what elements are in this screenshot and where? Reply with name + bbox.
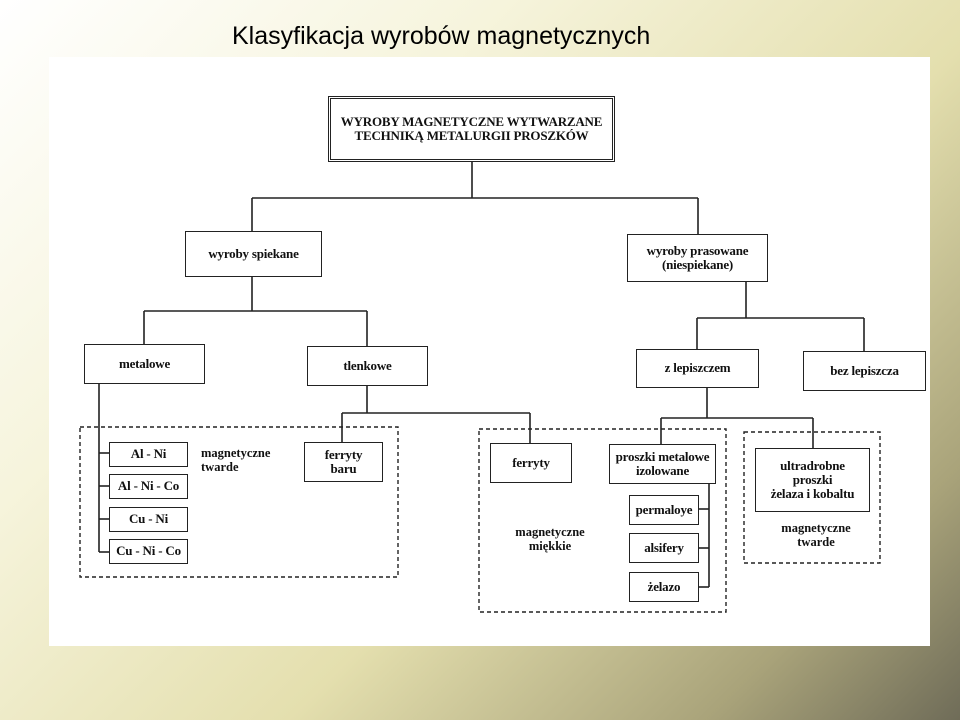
- connector-lines: [79, 162, 881, 613]
- hard-magnetic-note-1: magnetyczne twarde: [201, 446, 271, 475]
- alloy-al-ni-co-box: Al - Ni - Co: [109, 474, 188, 499]
- alsifer-box: alsifery: [629, 533, 699, 563]
- with-binder-box: z lepiszczem: [636, 349, 759, 388]
- permalloy-box: permaloye: [629, 495, 699, 525]
- insulated-metal-powders-box: proszki metalowe izolowane: [609, 444, 716, 484]
- pressed-products-box: wyroby prasowane (niespiekane): [627, 234, 768, 282]
- root-box: WYROBY MAGNETYCZNE WYTWARZANE TECHNIKĄ M…: [328, 96, 615, 162]
- barium-ferrites-box: ferryty baru: [304, 442, 383, 482]
- alloy-cu-ni-co-box: Cu - Ni - Co: [109, 539, 188, 564]
- hard-magnetic-note-2: magnetyczne twarde: [781, 521, 851, 550]
- diagram-panel: WYROBY MAGNETYCZNE WYTWARZANE TECHNIKĄ M…: [49, 57, 930, 646]
- ultrafine-powders-box: ultradrobne proszki żelaza i kobaltu: [755, 448, 870, 512]
- soft-magnetic-note: magnetyczne miękkie: [515, 525, 585, 554]
- alloy-al-ni-box: Al - Ni: [109, 442, 188, 467]
- alloy-cu-ni-box: Cu - Ni: [109, 507, 188, 532]
- iron-box: żelazo: [629, 572, 699, 602]
- slide-title: Klasyfikacja wyrobów magnetycznych: [232, 22, 651, 50]
- metallic-box: metalowe: [84, 344, 205, 384]
- oxide-box: tlenkowe: [307, 346, 428, 386]
- ferrites-box: ferryty: [490, 443, 572, 483]
- without-binder-box: bez lepiszcza: [803, 351, 926, 391]
- sintered-products-box: wyroby spiekane: [185, 231, 322, 277]
